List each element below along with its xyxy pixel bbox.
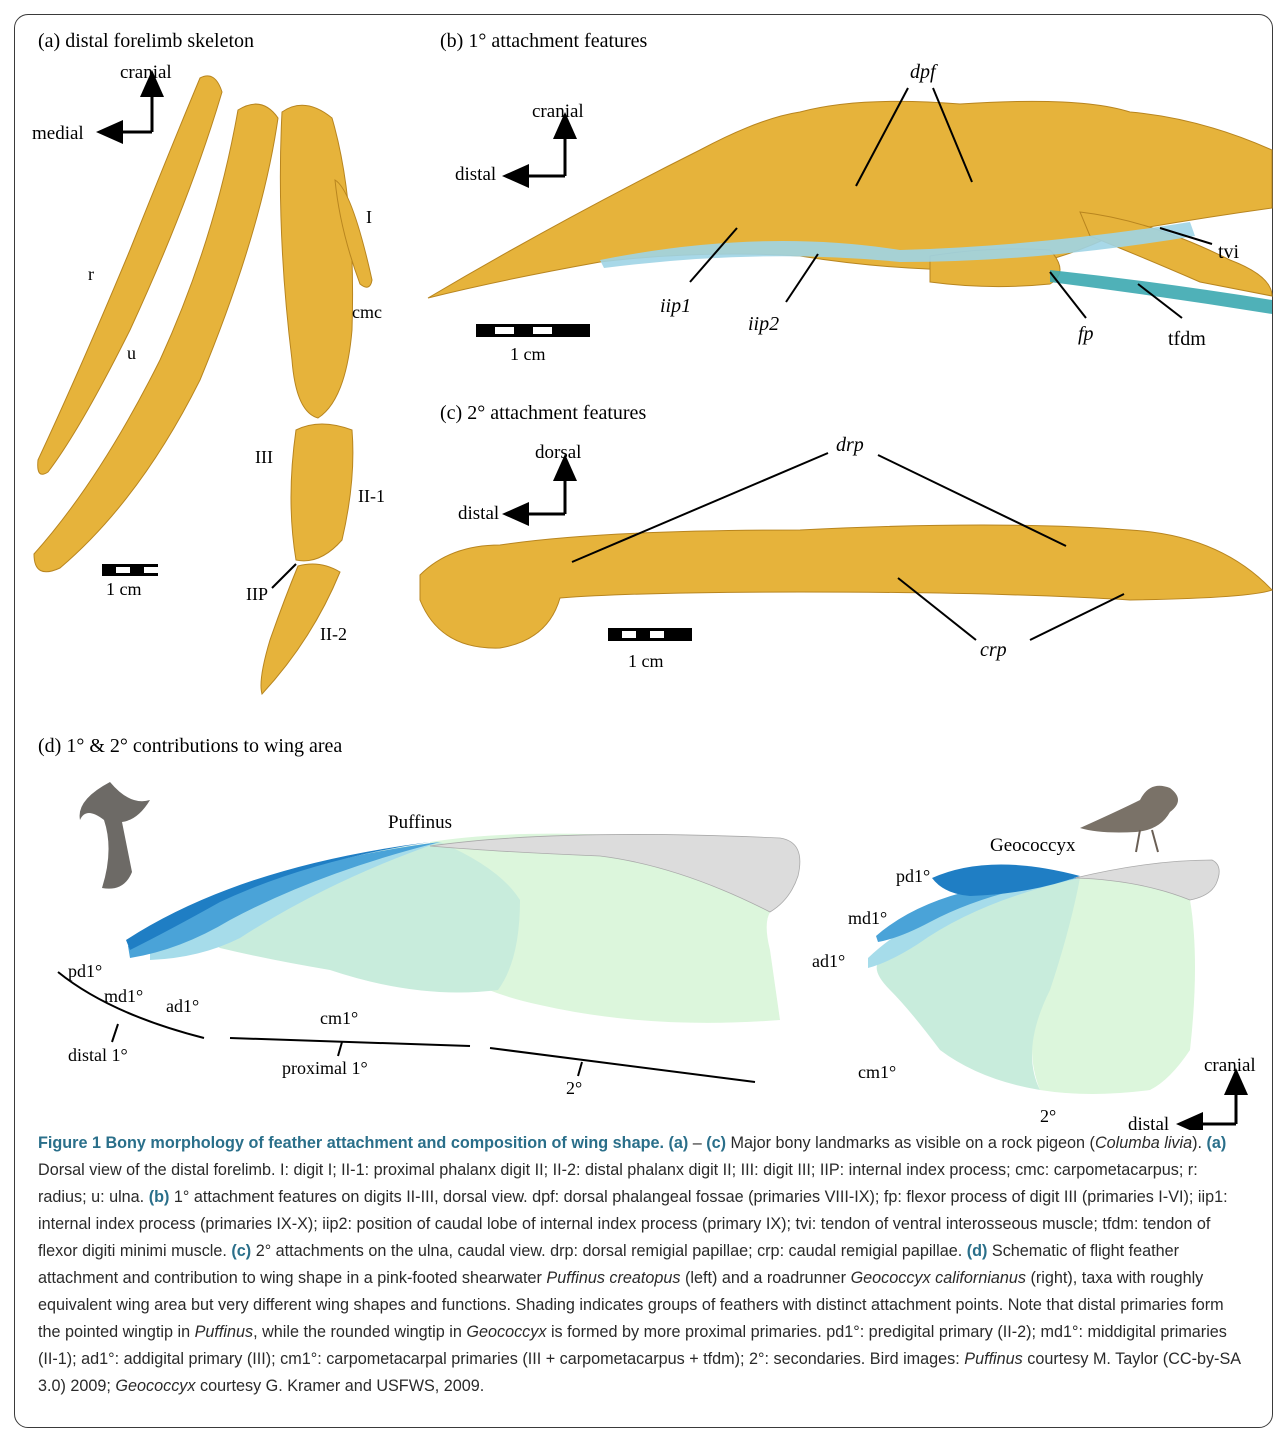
puffinus-label-proximal: proximal 1° (282, 1058, 368, 1078)
geococcyx-label-secondaries: 2° (1040, 1106, 1056, 1126)
digits-bone (428, 101, 1272, 314)
label-I: I (366, 207, 372, 227)
ulna-bone (34, 104, 278, 572)
panel-c-title: (c) 2° attachment features (440, 402, 646, 424)
label-crp: crp (980, 639, 1007, 661)
label-tfdm: tfdm (1168, 328, 1206, 350)
puffinus-label-secondaries: 2° (566, 1078, 582, 1098)
scale-label-b: 1 cm (510, 344, 546, 364)
scale-bar-b (476, 324, 590, 337)
panel-a: (a) distal forelimb skeleton cranial med… (32, 30, 385, 694)
secondary-line (490, 1048, 755, 1082)
label-iip1: iip1 (660, 295, 691, 317)
dorsal-label: dorsal (535, 442, 581, 463)
scale-label-c: 1 cm (628, 651, 664, 671)
proximal-1-line (230, 1038, 470, 1046)
geococcyx-label-md1: md1° (848, 908, 887, 928)
label-fp: fp (1078, 323, 1094, 345)
scale-bar-c (608, 628, 692, 641)
label-drp: drp (836, 434, 864, 456)
puffinus-label-cm1: cm1° (320, 1008, 358, 1028)
puffinus-wing (126, 834, 800, 1023)
puffinus-label-md1: md1° (104, 986, 143, 1006)
ulna-bone (420, 525, 1272, 648)
leader-crp-2 (1030, 594, 1124, 640)
geococcyx-label-ad1: ad1° (812, 951, 845, 971)
panel-c: (c) 2° attachment features dorsal distal… (420, 402, 1272, 671)
digit-II-bone (428, 101, 1272, 298)
distal-label: distal (455, 164, 496, 185)
puffinus-label-ad1: ad1° (166, 996, 199, 1016)
label-cmc: cmc (352, 302, 382, 322)
puffinus-label-pd1: pd1° (68, 961, 102, 981)
label-iip2: iip2 (748, 313, 779, 335)
figure-graphics: (a) distal forelimb skeleton cranial med… (0, 0, 1285, 1130)
geococcyx-label-cm1: cm1° (858, 1062, 896, 1082)
forelimb-bones (34, 76, 372, 694)
distal-label: distal (1128, 1114, 1169, 1130)
cranial-label: cranial (120, 62, 172, 83)
geococcyx-label-pd1: pd1° (896, 866, 930, 886)
panel-b-title: (b) 1° attachment features (440, 30, 648, 52)
geococcyx-bird-image (1080, 786, 1178, 833)
digit-II-1-bone (291, 424, 353, 561)
puffinus-bird-image (80, 782, 150, 889)
puffinus-label: Puffinus (388, 812, 452, 833)
leader-iip2 (786, 254, 818, 302)
label-IIP: IIP (246, 584, 268, 604)
label-r: r (88, 264, 94, 284)
distal-label: distal (458, 503, 499, 524)
scale-label-a: 1 cm (106, 579, 142, 599)
label-dpf: dpf (910, 61, 938, 83)
label-II-2: II-2 (320, 624, 347, 644)
scale-bar-a (102, 564, 158, 576)
figure-caption: Figure 1 Bony morphology of feather atta… (38, 1130, 1248, 1400)
panel-d-title: (d) 1° & 2° contributions to wing area (38, 735, 342, 757)
geococcyx-wing (868, 860, 1219, 1094)
geococcyx-label: Geococcyx (990, 835, 1076, 856)
label-tvi: tvi (1218, 241, 1240, 263)
medial-label: medial (32, 123, 84, 144)
panel-b: (b) 1° attachment features cranial dista… (428, 30, 1272, 364)
label-u: u (127, 343, 136, 363)
panel-a-title: (a) distal forelimb skeleton (38, 30, 254, 52)
label-II-1: II-1 (358, 486, 385, 506)
puffinus-label-distal: distal 1° (68, 1045, 128, 1065)
cranial-label: cranial (1204, 1055, 1256, 1076)
caption-heading: Figure 1 Bony morphology of feather atta… (38, 1134, 664, 1152)
panel-d: (d) 1° & 2° contributions to wing area P… (38, 735, 1256, 1130)
label-III: III (255, 447, 273, 467)
carpometacarpus-bone (280, 105, 352, 418)
cranial-label: cranial (532, 101, 584, 122)
